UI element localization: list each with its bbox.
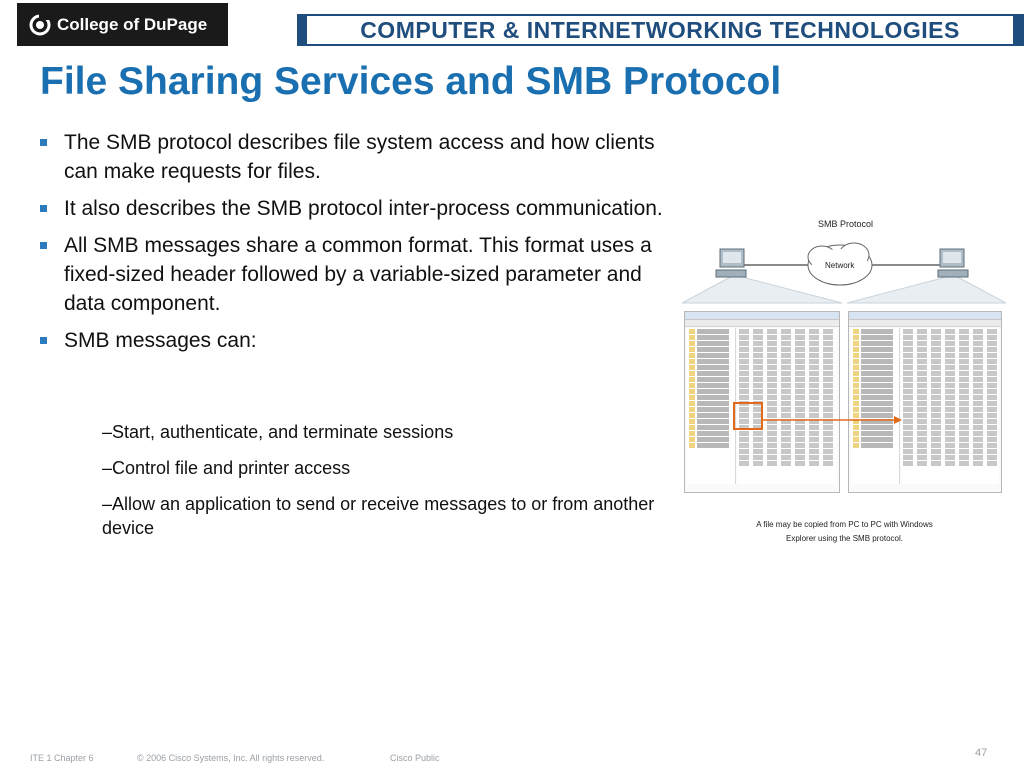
slide-header: College of DuPage COMPUTER & INTERNETWOR… [0,0,1024,52]
slide-title: File Sharing Services and SMB Protocol [40,60,782,103]
bullet-text: The SMB protocol describes file system a… [64,131,655,183]
sub-bullet-item: –Start, authenticate, and terminate sess… [102,422,454,442]
copy-arrow [733,402,902,430]
folder-tree [687,328,736,484]
college-logo: College of DuPage [17,3,228,46]
sub-bullet-list: –Start, authenticate, and terminate sess… [102,420,672,552]
footer-chapter: ITE 1 Chapter 6 [30,753,94,763]
left-callout [682,274,843,304]
selected-file-highlight [733,402,763,430]
right-pc-icon [937,248,969,278]
bullet-marker-icon [40,242,47,249]
file-list [901,328,999,484]
cloud-label: Network [825,261,855,270]
logo-text: College of DuPage [57,14,208,34]
sub-bullet-item: –Control file and printer access [102,458,351,478]
bullet-text: All SMB messages share a common format. … [64,234,652,315]
smb-diagram: SMB Protocol Network [682,215,1007,550]
right-explorer-window [848,311,1002,493]
diagram-caption: A file may be copied from PC to PC with … [682,518,1007,546]
caption-line: A file may be copied from PC to PC with … [756,520,933,529]
banner-text: COMPUTER & INTERNETWORKING TECHNOLOGIES [360,16,960,43]
bullet-item: SMB messages can: [37,326,667,355]
right-callout [846,274,1007,304]
bullet-list: The SMB protocol describes file system a… [37,128,667,363]
bullet-item: The SMB protocol describes file system a… [37,128,667,186]
sub-bullet-item: –Allow an application to send or receive… [102,494,655,538]
diagram-title: SMB Protocol [818,219,874,229]
college-logo-icon [29,13,51,35]
caption-line: Explorer using the SMB protocol. [786,534,903,543]
bullet-text: SMB messages can: [64,329,257,352]
bullet-text: It also describes the SMB protocol inter… [64,197,663,220]
left-explorer-window [684,311,840,493]
bullet-marker-icon [40,337,47,344]
department-banner: COMPUTER & INTERNETWORKING TECHNOLOGIES [297,14,1024,46]
file-list [737,328,837,484]
bullet-item: All SMB messages share a common format. … [37,231,667,318]
network-cloud-icon [807,242,873,286]
left-pc-icon [715,248,747,278]
bullet-marker-icon [40,205,47,212]
bullet-marker-icon [40,139,47,146]
footer-copyright: © 2006 Cisco Systems, Inc. All rights re… [137,753,325,763]
bullet-item: It also describes the SMB protocol inter… [37,194,667,223]
folder-tree [851,328,900,484]
page-number: 47 [975,747,988,759]
footer-classification: Cisco Public [390,753,440,763]
network-diagram [682,242,1007,304]
